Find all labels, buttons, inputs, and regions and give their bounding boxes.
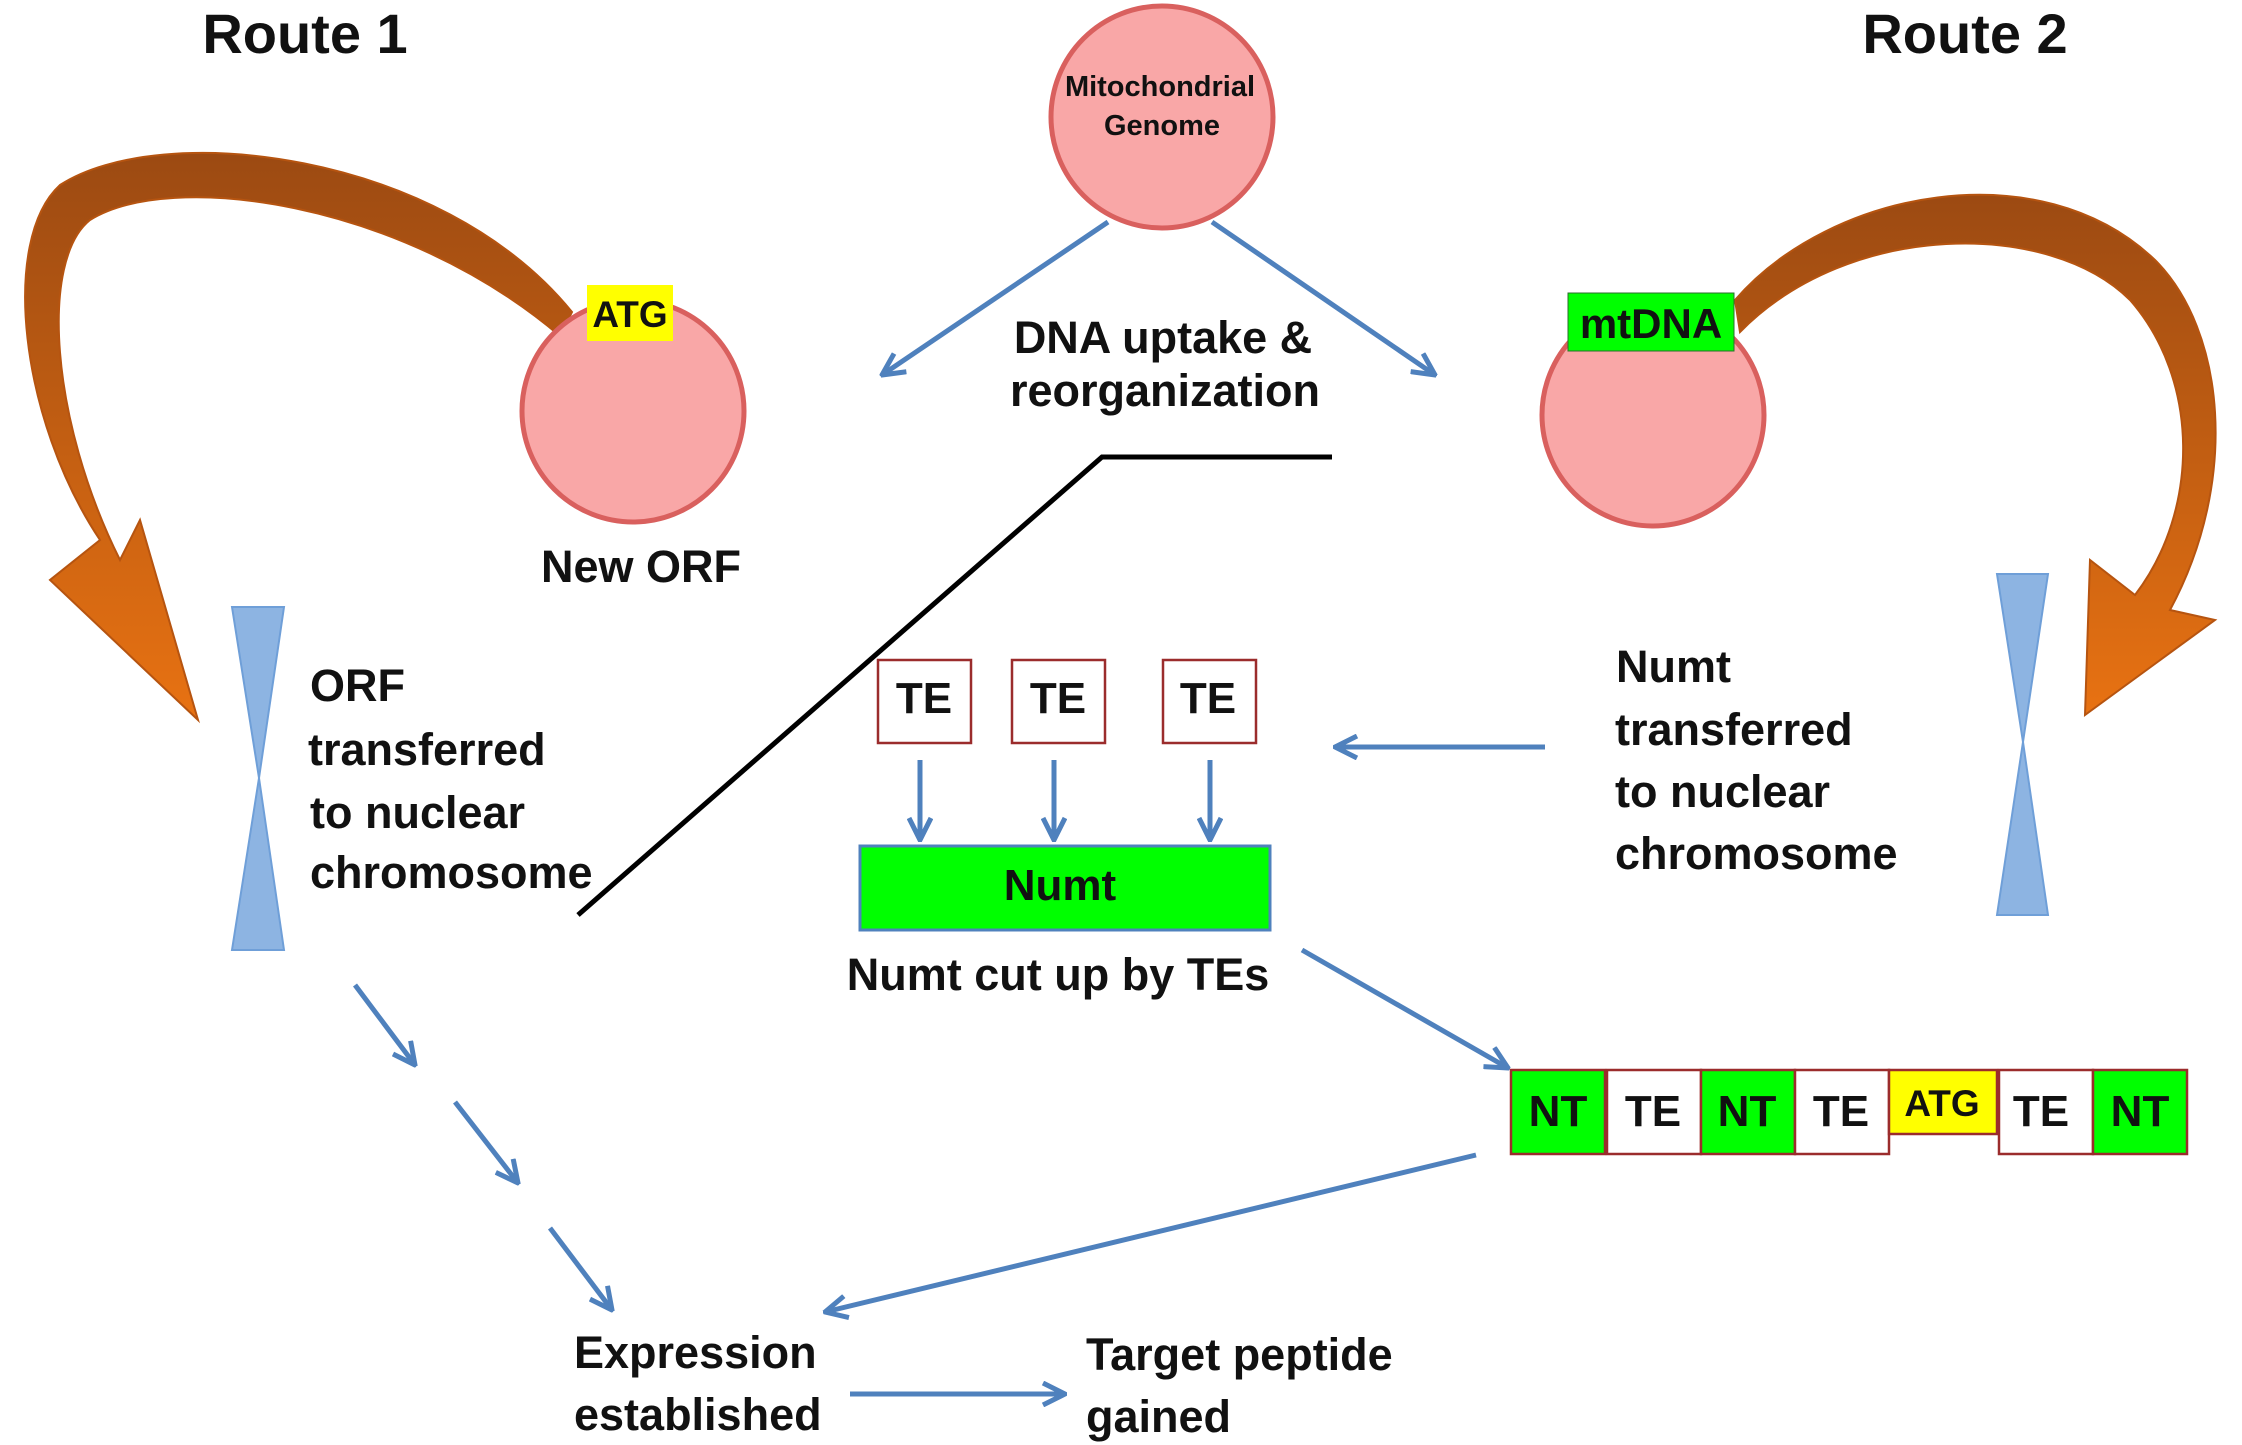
divider-line <box>576 454 1332 917</box>
strip-segment-nt-1: NT <box>1509 1068 1607 1156</box>
mitochondrial-genome-circle <box>1048 3 1276 231</box>
center-caption-line1: DNA uptake & <box>1014 312 1312 363</box>
numt-transfer-line3: to nuclear <box>1615 766 1830 817</box>
arrow-strip-to-expression <box>825 1152 1477 1312</box>
route1-curved-arrow <box>24 151 574 724</box>
strip-segment-7-label: NT <box>2111 1087 2170 1136</box>
route1-down-arrow-1 <box>353 983 415 1065</box>
arrow-genome-to-route1 <box>882 219 1110 375</box>
mito-genome-line1: Mitochondrial <box>1065 71 1255 103</box>
route2-chromosome <box>1995 573 2050 916</box>
arrow-genome-to-route2 <box>1210 219 1435 375</box>
route1-down-arrow-2 <box>453 1100 518 1183</box>
numt-bar <box>858 844 1272 932</box>
numt-transfer-line1: Numt <box>1616 641 1731 692</box>
expression-line2: established <box>574 1389 822 1440</box>
strip-segment-te-1: TE <box>1605 1068 1703 1156</box>
strip-segment-3-label: NT <box>1718 1087 1777 1136</box>
atg-tag-route1-label: ATG <box>592 294 667 335</box>
numt-bar-label: Numt <box>1004 861 1117 910</box>
route2-curved-arrow <box>1733 193 2218 718</box>
te-box-1: TE <box>876 658 973 745</box>
orf-transfer-line3: to nuclear <box>310 787 525 838</box>
te-box-3: TE <box>1161 658 1258 745</box>
strip-segment-4-label: TE <box>1813 1087 1869 1136</box>
strip-segment-nt-2: NT <box>1699 1068 1797 1156</box>
te-box-1-label: TE <box>896 674 952 723</box>
strip-segment-1-label: NT <box>1529 1087 1588 1136</box>
te-box-2-label: TE <box>1030 674 1086 723</box>
te-box-3-label: TE <box>1180 674 1236 723</box>
orf-transfer-line2: transferred <box>308 724 546 775</box>
orf-transfer-line4: chromosome <box>310 847 593 898</box>
atg-tag-route1 <box>587 285 673 341</box>
strip-segment-6-label: TE <box>2013 1087 2069 1136</box>
orf-transfer-line1: ORF <box>310 660 405 711</box>
route-2-title: Route 2 <box>1862 2 2067 65</box>
target-line2: gained <box>1086 1391 1231 1442</box>
strip-segment-nt-3: NT <box>2091 1068 2189 1156</box>
segment-strip: NT TE NT TE ATG TE NT <box>1509 1068 2189 1156</box>
mtdna-tag <box>1567 292 1735 352</box>
mitochondrial-genome-node: Mitochondrial Genome <box>1048 3 1276 231</box>
target-line1: Target peptide <box>1086 1329 1393 1380</box>
strip-segment-5-label: ATG <box>1904 1083 1979 1124</box>
expression-line1: Expression <box>574 1327 817 1378</box>
route1-chromosome <box>230 606 286 951</box>
mtdna-tag-label: mtDNA <box>1580 300 1722 347</box>
new-orf-label: New ORF <box>541 541 741 592</box>
strip-segment-te-2: TE <box>1793 1068 1891 1156</box>
strip-segment-te-3: TE <box>1997 1068 2095 1156</box>
center-caption-line2: reorganization <box>1010 365 1320 416</box>
numt-transfer-line4: chromosome <box>1615 828 1898 879</box>
arrow-numt-to-strip <box>1300 947 1508 1068</box>
numt-caption: Numt cut up by TEs <box>847 949 1270 1000</box>
numt-transfer-line2: transferred <box>1615 704 1853 755</box>
strip-segment-atg: ATG <box>1887 1068 1999 1136</box>
route-1-title: Route 1 <box>202 2 407 65</box>
mito-genome-line2: Genome <box>1104 110 1220 142</box>
route1-down-arrow-3 <box>548 1226 612 1310</box>
te-box-2: TE <box>1010 658 1107 745</box>
strip-segment-2-label: TE <box>1625 1087 1681 1136</box>
